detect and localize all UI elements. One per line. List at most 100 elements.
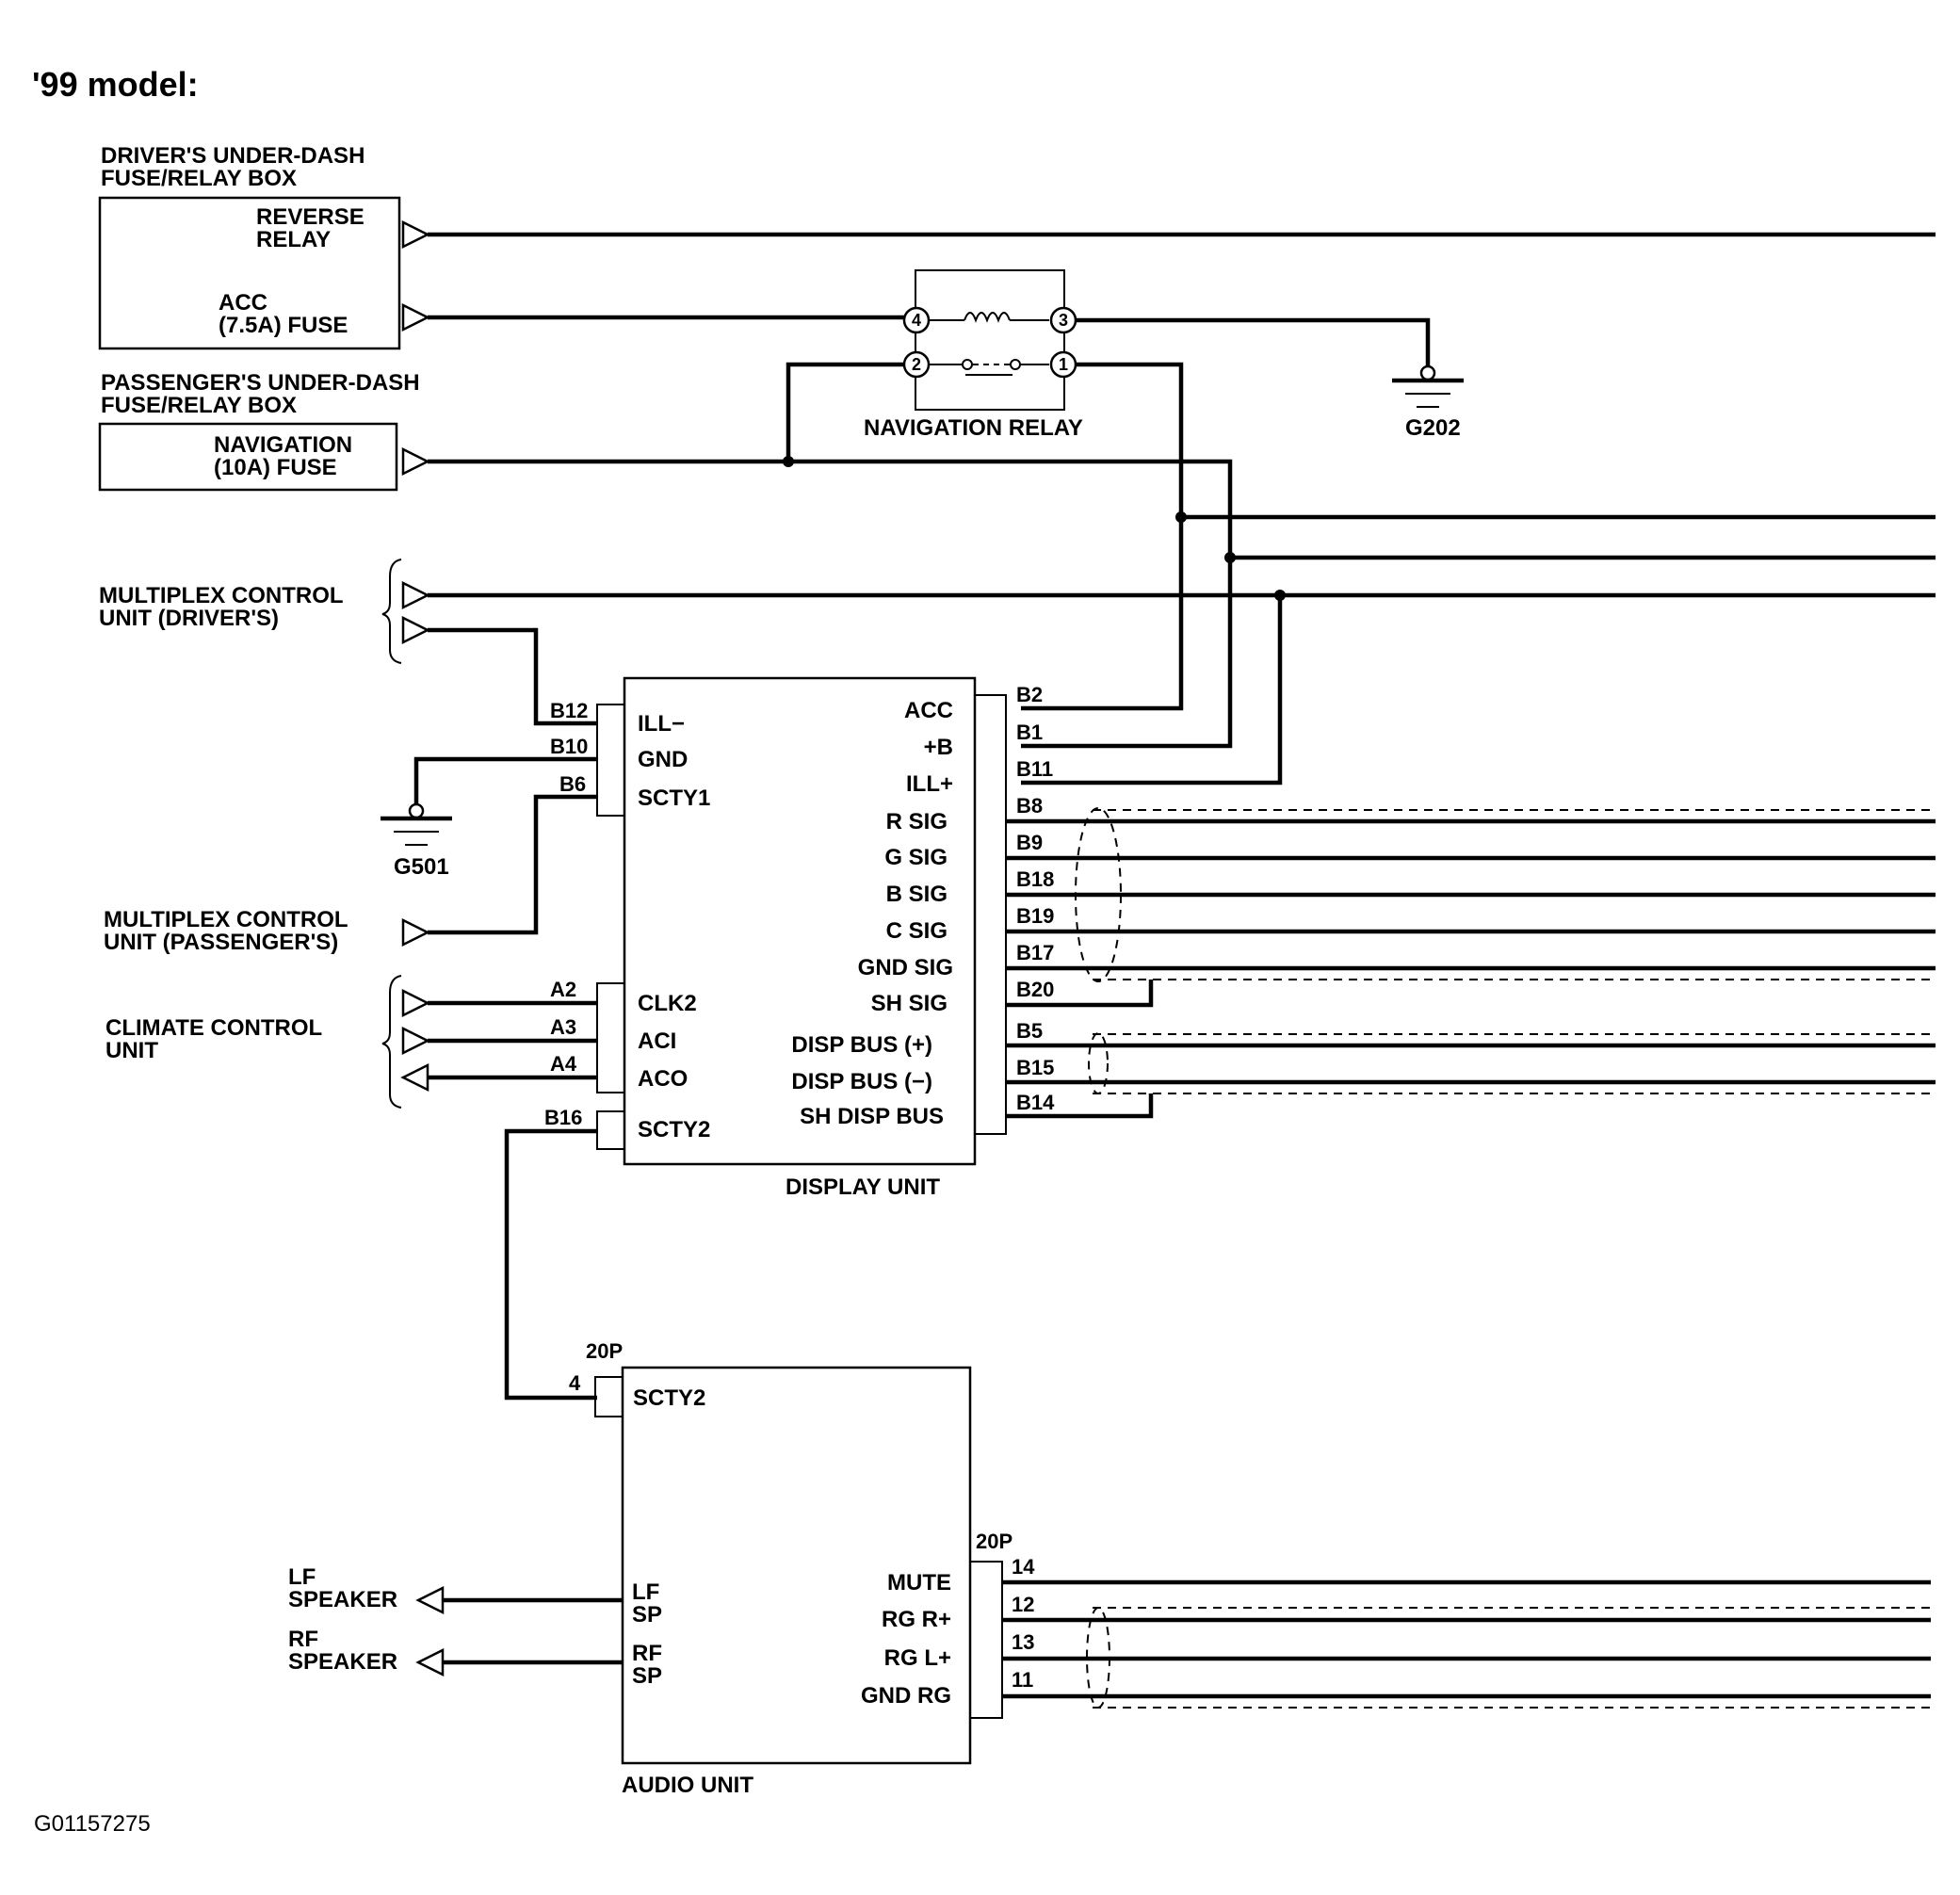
mpx-passenger-label-2: UNIT (PASSENGER'S) [104,930,338,955]
display-left-connector-b [596,704,624,817]
bus-shield-ellipse [1088,1032,1109,1094]
audio-unit: 20P 4 SCTY2 LF SP RF SP MUTE RG R+ RG L+… [569,1339,1035,1798]
clk2-terminal-icon [401,988,430,1018]
rf-speaker: RF SPEAKER [288,1627,445,1677]
nav-fuse-label-2: (10A) FUSE [214,455,337,480]
sh-sig-wire [1006,980,1154,1008]
sh-disp-bus-wire [1006,1093,1154,1119]
relay-t2-wire [786,362,904,462]
relay-coil-icon [964,312,1011,323]
relay-t1-acc-wire [1021,362,1184,711]
acc-fuse-label-2: (7.5A) FUSE [219,313,348,338]
g501-ground-icon [381,802,452,846]
gnd-wire [413,756,597,805]
relay-switch-icon [1010,359,1021,370]
audio-sig-mute: MUTE [887,1570,951,1595]
pin-b14: B14 [1016,1091,1055,1114]
pin-b1: B1 [1016,721,1043,744]
audio-scty2-connector [594,1376,623,1417]
pin-a4: A4 [550,1052,577,1076]
mpx-passenger-label-1: MULTIPLEX CONTROL [104,907,348,932]
audio-unit-caption: AUDIO UNIT [622,1773,753,1798]
audio-sig-scty2: SCTY2 [633,1385,705,1411]
sig-r-sig: R SIG [886,809,948,834]
display-unit-outline [623,676,977,1166]
lf-speaker-label-2: SPEAKER [288,1587,397,1612]
climate-control-unit: CLIMATE CONTROL UNIT [105,975,430,1109]
scty2-wire [504,1128,597,1401]
pin-b15: B15 [1016,1056,1054,1079]
passengers-box-outline [98,422,398,492]
sig-clk2: CLK2 [638,991,697,1016]
nav-fuse-wire [428,459,1233,749]
mpx-driver-brace [381,559,402,664]
mpx-passenger-terminal-icon [401,917,430,948]
display-scty2-connector [596,1110,624,1150]
g202-label: G202 [1405,415,1461,441]
display-left-connector-a [596,982,624,1093]
audio-sig-gnd-rg: GND RG [861,1683,951,1709]
sig-ill-plus: ILL+ [906,771,953,797]
mpx-driver-terminal-1-icon [401,580,430,610]
nav-fuse-label-1: NAVIGATION [214,432,352,458]
passengers-box-title-2: FUSE/RELAY BOX [101,393,297,418]
scty1-wire [428,794,597,935]
figure-id: G01157275 [34,1811,151,1837]
mpx-passenger-unit: MULTIPLEX CONTROL UNIT (PASSENGER'S) [104,907,430,955]
audio-sig-lf-2: SP [632,1602,662,1628]
audio-shield-ellipse [1086,1607,1110,1709]
audio-unit-outline [621,1366,972,1765]
diagram-title: '99 model: [32,65,199,104]
aco-terminal-icon [400,1062,429,1093]
relay-terminal-2: 2 [912,355,921,374]
pin-b17: B17 [1016,941,1054,964]
sig-b-plus: +B [924,735,953,760]
audio-sig-rg-r-plus: RG R+ [882,1607,951,1632]
pin-b8: B8 [1016,794,1043,818]
ill-plus-wire [1021,595,1283,786]
video-shield-ellipse [1075,807,1122,982]
sig-sh-sig: SH SIG [871,991,948,1016]
audio-pin-12: 12 [1012,1593,1034,1616]
drivers-box-title-1: DRIVER'S UNDER-DASH [101,143,364,169]
audio-pin-14: 14 [1012,1555,1035,1579]
pin-b18: B18 [1016,867,1054,891]
audio-pin-11: 11 [1012,1668,1033,1692]
relay-terminal-1: 1 [1059,355,1068,374]
rf-speaker-terminal-icon [415,1647,445,1677]
pin-b9: B9 [1016,831,1043,854]
passengers-box-title-1: PASSENGER'S UNDER-DASH [101,370,420,396]
lf-speaker-terminal-icon [415,1585,445,1615]
lf-speaker-label-1: LF [288,1564,316,1590]
sig-gnd-sig: GND SIG [858,955,953,980]
pin-b16: B16 [544,1106,582,1129]
mpx-driver-terminal-2-icon [401,615,430,645]
sig-ill-minus: ILL− [638,711,685,737]
drivers-box-title-2: FUSE/RELAY BOX [101,166,297,191]
sig-aco: ACO [638,1066,688,1092]
pin-b19: B19 [1016,904,1054,928]
sig-g-sig: G SIG [884,845,948,870]
drivers-box-outline [98,196,401,350]
audio-connector-top-label: 20P [586,1339,623,1363]
navigation-relay: 4 3 2 1 NAVIGATION RELAY [864,269,1083,441]
navigation-relay-label: NAVIGATION RELAY [864,415,1083,441]
navigation-relay-outline [915,269,1065,411]
relay-terminal-4: 4 [912,311,921,330]
mpx-driver-unit: MULTIPLEX CONTROL UNIT (DRIVER'S) [99,559,430,664]
passengers-fuse-relay-box: PASSENGER'S UNDER-DASH FUSE/RELAY BOX NA… [98,370,430,492]
sig-disp-bus-plus: DISP BUS (+) [791,1032,932,1058]
relay-ground-wire [1076,317,1431,367]
relay-terminal-3: 3 [1059,311,1068,330]
audio-sig-rf-2: SP [632,1663,662,1689]
lf-speaker: LF SPEAKER [288,1564,445,1615]
climate-label-1: CLIMATE CONTROL [105,1015,322,1041]
climate-brace [381,975,402,1109]
display-unit: B12 B10 B6 A2 A3 A4 B16 ILL− GND SCTY1 C… [544,676,1055,1200]
display-unit-caption: DISPLAY UNIT [786,1174,940,1200]
pin-b11: B11 [1016,757,1053,781]
reverse-relay-terminal-icon [401,219,430,250]
audio-sig-rg-l-plus: RG L+ [884,1645,951,1671]
reverse-relay-label-2: RELAY [256,227,331,252]
